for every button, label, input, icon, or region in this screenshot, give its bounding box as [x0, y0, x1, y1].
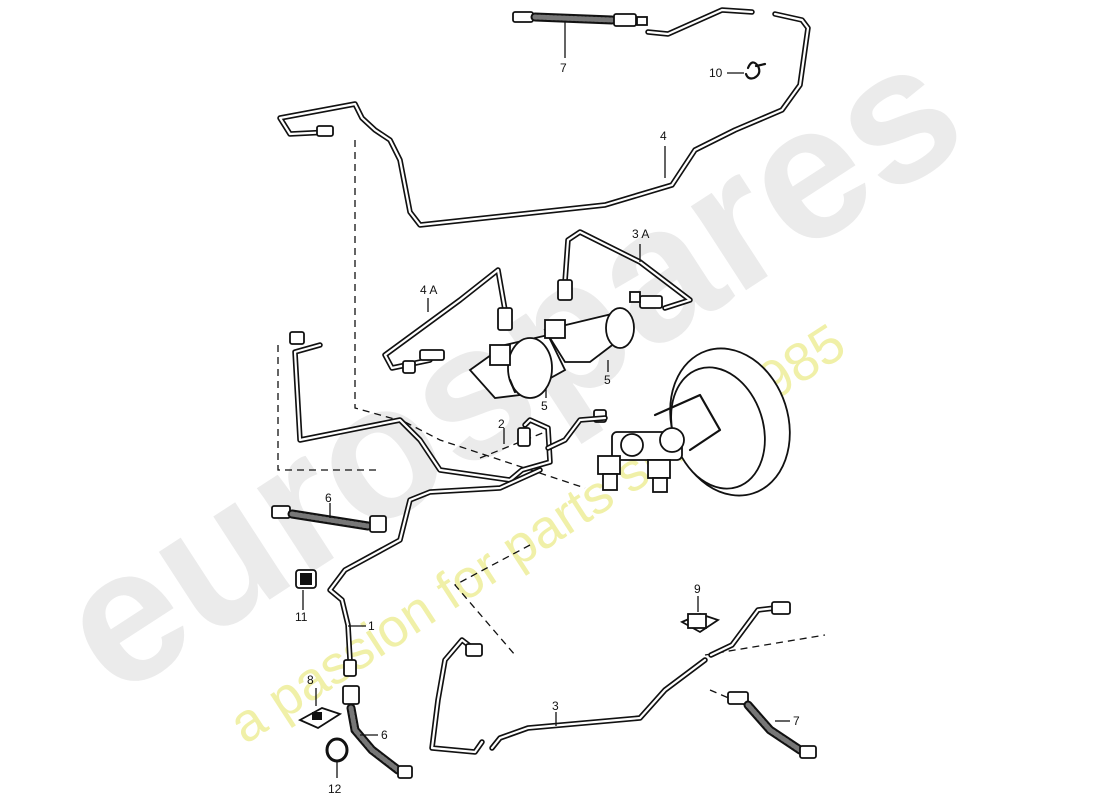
part-3-brake-pipe [429, 601, 791, 755]
callout-5-left: 5 [541, 399, 548, 413]
part-7-brake-hose-top [512, 11, 648, 58]
callout-4: 4 [660, 129, 667, 143]
part-9-bracket [679, 596, 721, 634]
callout-7-lower: 7 [793, 714, 800, 728]
part-11-grommet [295, 569, 317, 610]
part-4-brake-pipe [277, 7, 811, 228]
part-2-brake-pipe [289, 331, 608, 483]
callout-8: 8 [307, 673, 314, 687]
callout-5-right: 5 [604, 373, 611, 387]
callout-11: 11 [295, 610, 308, 624]
part-3a-brake-pipe [557, 229, 693, 311]
callout-labels: 7 10 4 3 A 4 A 5 5 2 6 11 1 9 8 3 7 6 12 [295, 61, 800, 796]
dashed-reference-lines [277, 140, 826, 706]
callout-1: 1 [368, 619, 375, 633]
part-6-brake-hose-lower [342, 685, 413, 779]
callout-10: 10 [709, 66, 723, 80]
part-12-o-ring [325, 737, 349, 778]
part-8-retaining-clip [297, 688, 343, 730]
callout-6-lower: 6 [381, 728, 388, 742]
part-5-master-cylinder-b [543, 307, 635, 372]
part-4a-brake-pipe [382, 267, 513, 374]
brake-booster-assembly [593, 347, 791, 497]
part-5-master-cylinder-a [468, 333, 567, 399]
part-6-brake-hose-upper [271, 503, 387, 533]
callout-9: 9 [694, 582, 701, 596]
callout-3: 3 [552, 699, 559, 713]
callout-2: 2 [498, 417, 505, 431]
part-7-brake-hose-lower [727, 691, 817, 759]
callout-7-top: 7 [560, 61, 567, 75]
callout-3a: 3 A [632, 227, 649, 241]
part-10-pipe-clip [727, 61, 767, 80]
callout-12: 12 [328, 782, 342, 796]
callout-4a: 4 A [420, 283, 437, 297]
callout-6-upper: 6 [325, 491, 332, 505]
part-1-brake-pipe [327, 467, 543, 677]
